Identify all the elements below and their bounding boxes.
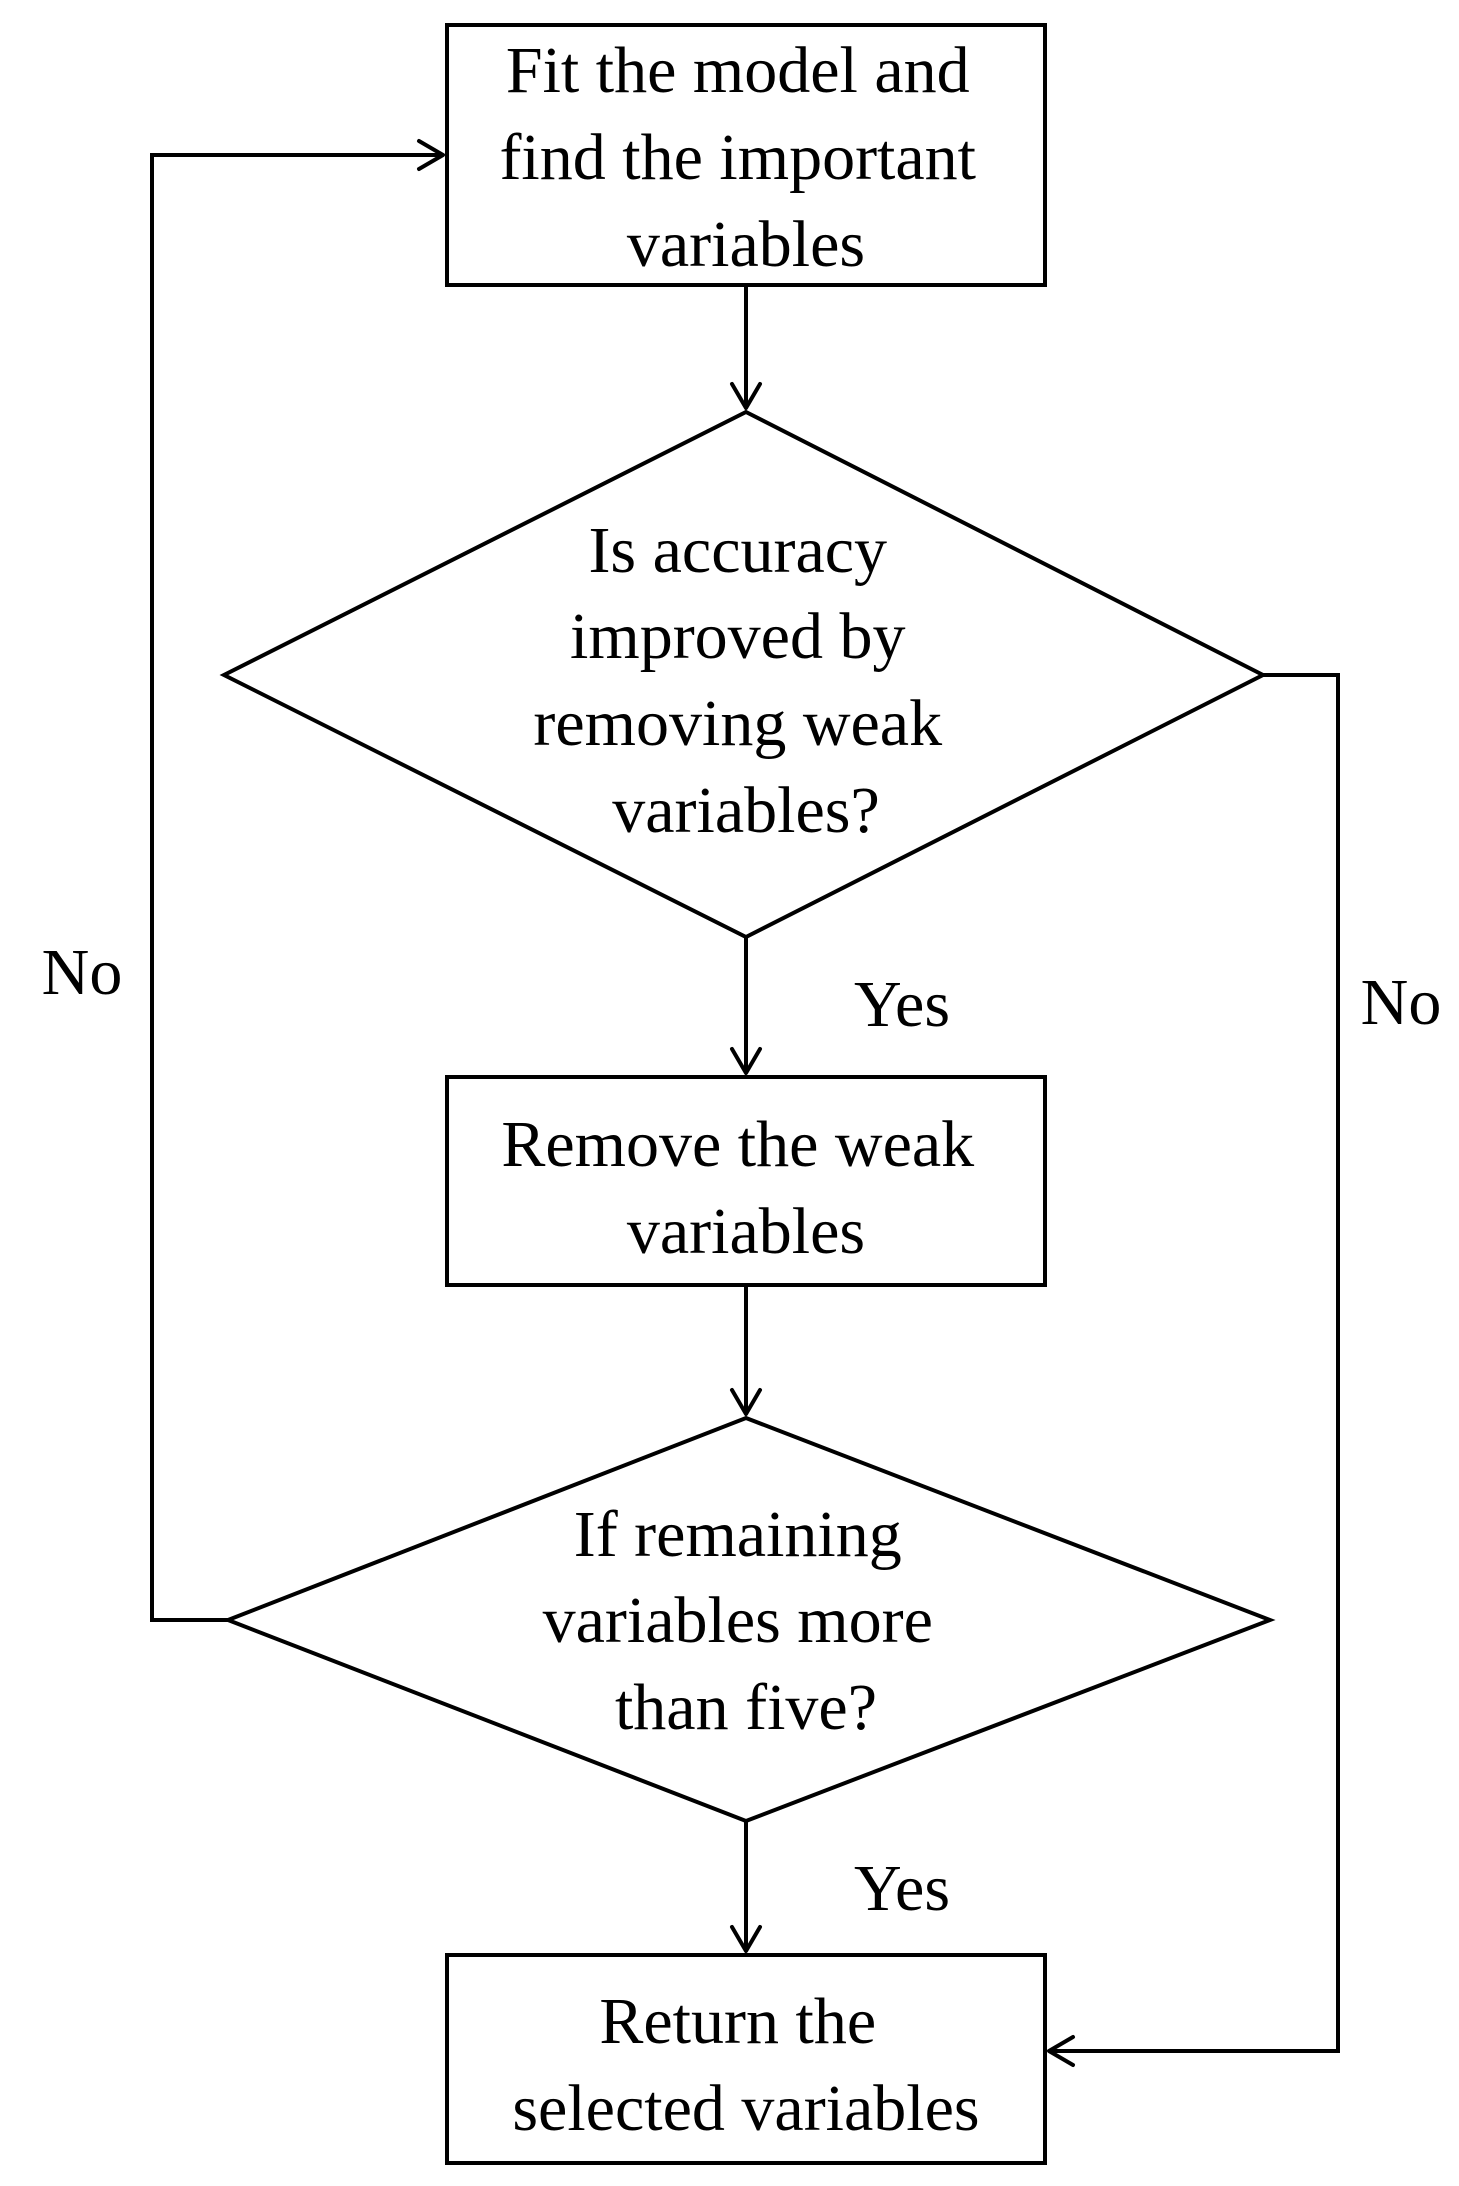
remove-weak-node: Remove the weak variables (445, 1075, 1047, 1287)
fit-model-box (445, 23, 1047, 287)
edge-fit-to-accuracy (730, 285, 762, 410)
fit-model-text: Fit the model and find the important var… (499, 34, 992, 281)
edge-fit-to-accuracy-arrowhead (730, 382, 762, 410)
accuracy-decision-diamond (219, 409, 1268, 940)
accuracy-decision-text: Is accuracy improved by removing weak va… (533, 514, 958, 847)
edge-remaining-no-line (150, 153, 443, 1622)
edge-remaining-no-arrowhead (417, 139, 445, 171)
remaining-decision-node: If remaining variables more than five? (222, 1415, 1276, 1824)
edge-remaining-yes (730, 1821, 762, 1953)
accuracy-no-label: No (1361, 966, 1442, 1039)
remove-weak-box (445, 1075, 1047, 1287)
remove-weak-text: Remove the weak variables (501, 1108, 990, 1268)
edge-accuracy-yes-arrowhead (730, 1047, 762, 1075)
edge-remove-to-remaining (730, 1285, 762, 1416)
edge-accuracy-yes (730, 937, 762, 1075)
edge-remaining-no (150, 139, 445, 1622)
return-selected-node: Return the selected variables (445, 1953, 1047, 2165)
return-selected-box (445, 1953, 1047, 2165)
remaining-decision-text: If remaining variables more than five? (543, 1498, 950, 1744)
accuracy-decision-node: Is accuracy improved by removing weak va… (219, 409, 1268, 940)
edge-accuracy-no (1047, 673, 1340, 2067)
return-selected-text: Return the selected variables (512, 1985, 979, 2145)
edge-remove-to-remaining-arrowhead (730, 1388, 762, 1416)
remaining-yes-label: Yes (854, 1852, 950, 1925)
edge-remaining-yes-arrowhead (730, 1925, 762, 1953)
remaining-no-label: No (42, 936, 123, 1009)
fit-model-node: Fit the model and find the important var… (445, 23, 1047, 287)
edge-accuracy-no-line (1049, 673, 1340, 2053)
edge-accuracy-no-arrowhead (1047, 2035, 1075, 2067)
accuracy-yes-label: Yes (854, 968, 950, 1041)
